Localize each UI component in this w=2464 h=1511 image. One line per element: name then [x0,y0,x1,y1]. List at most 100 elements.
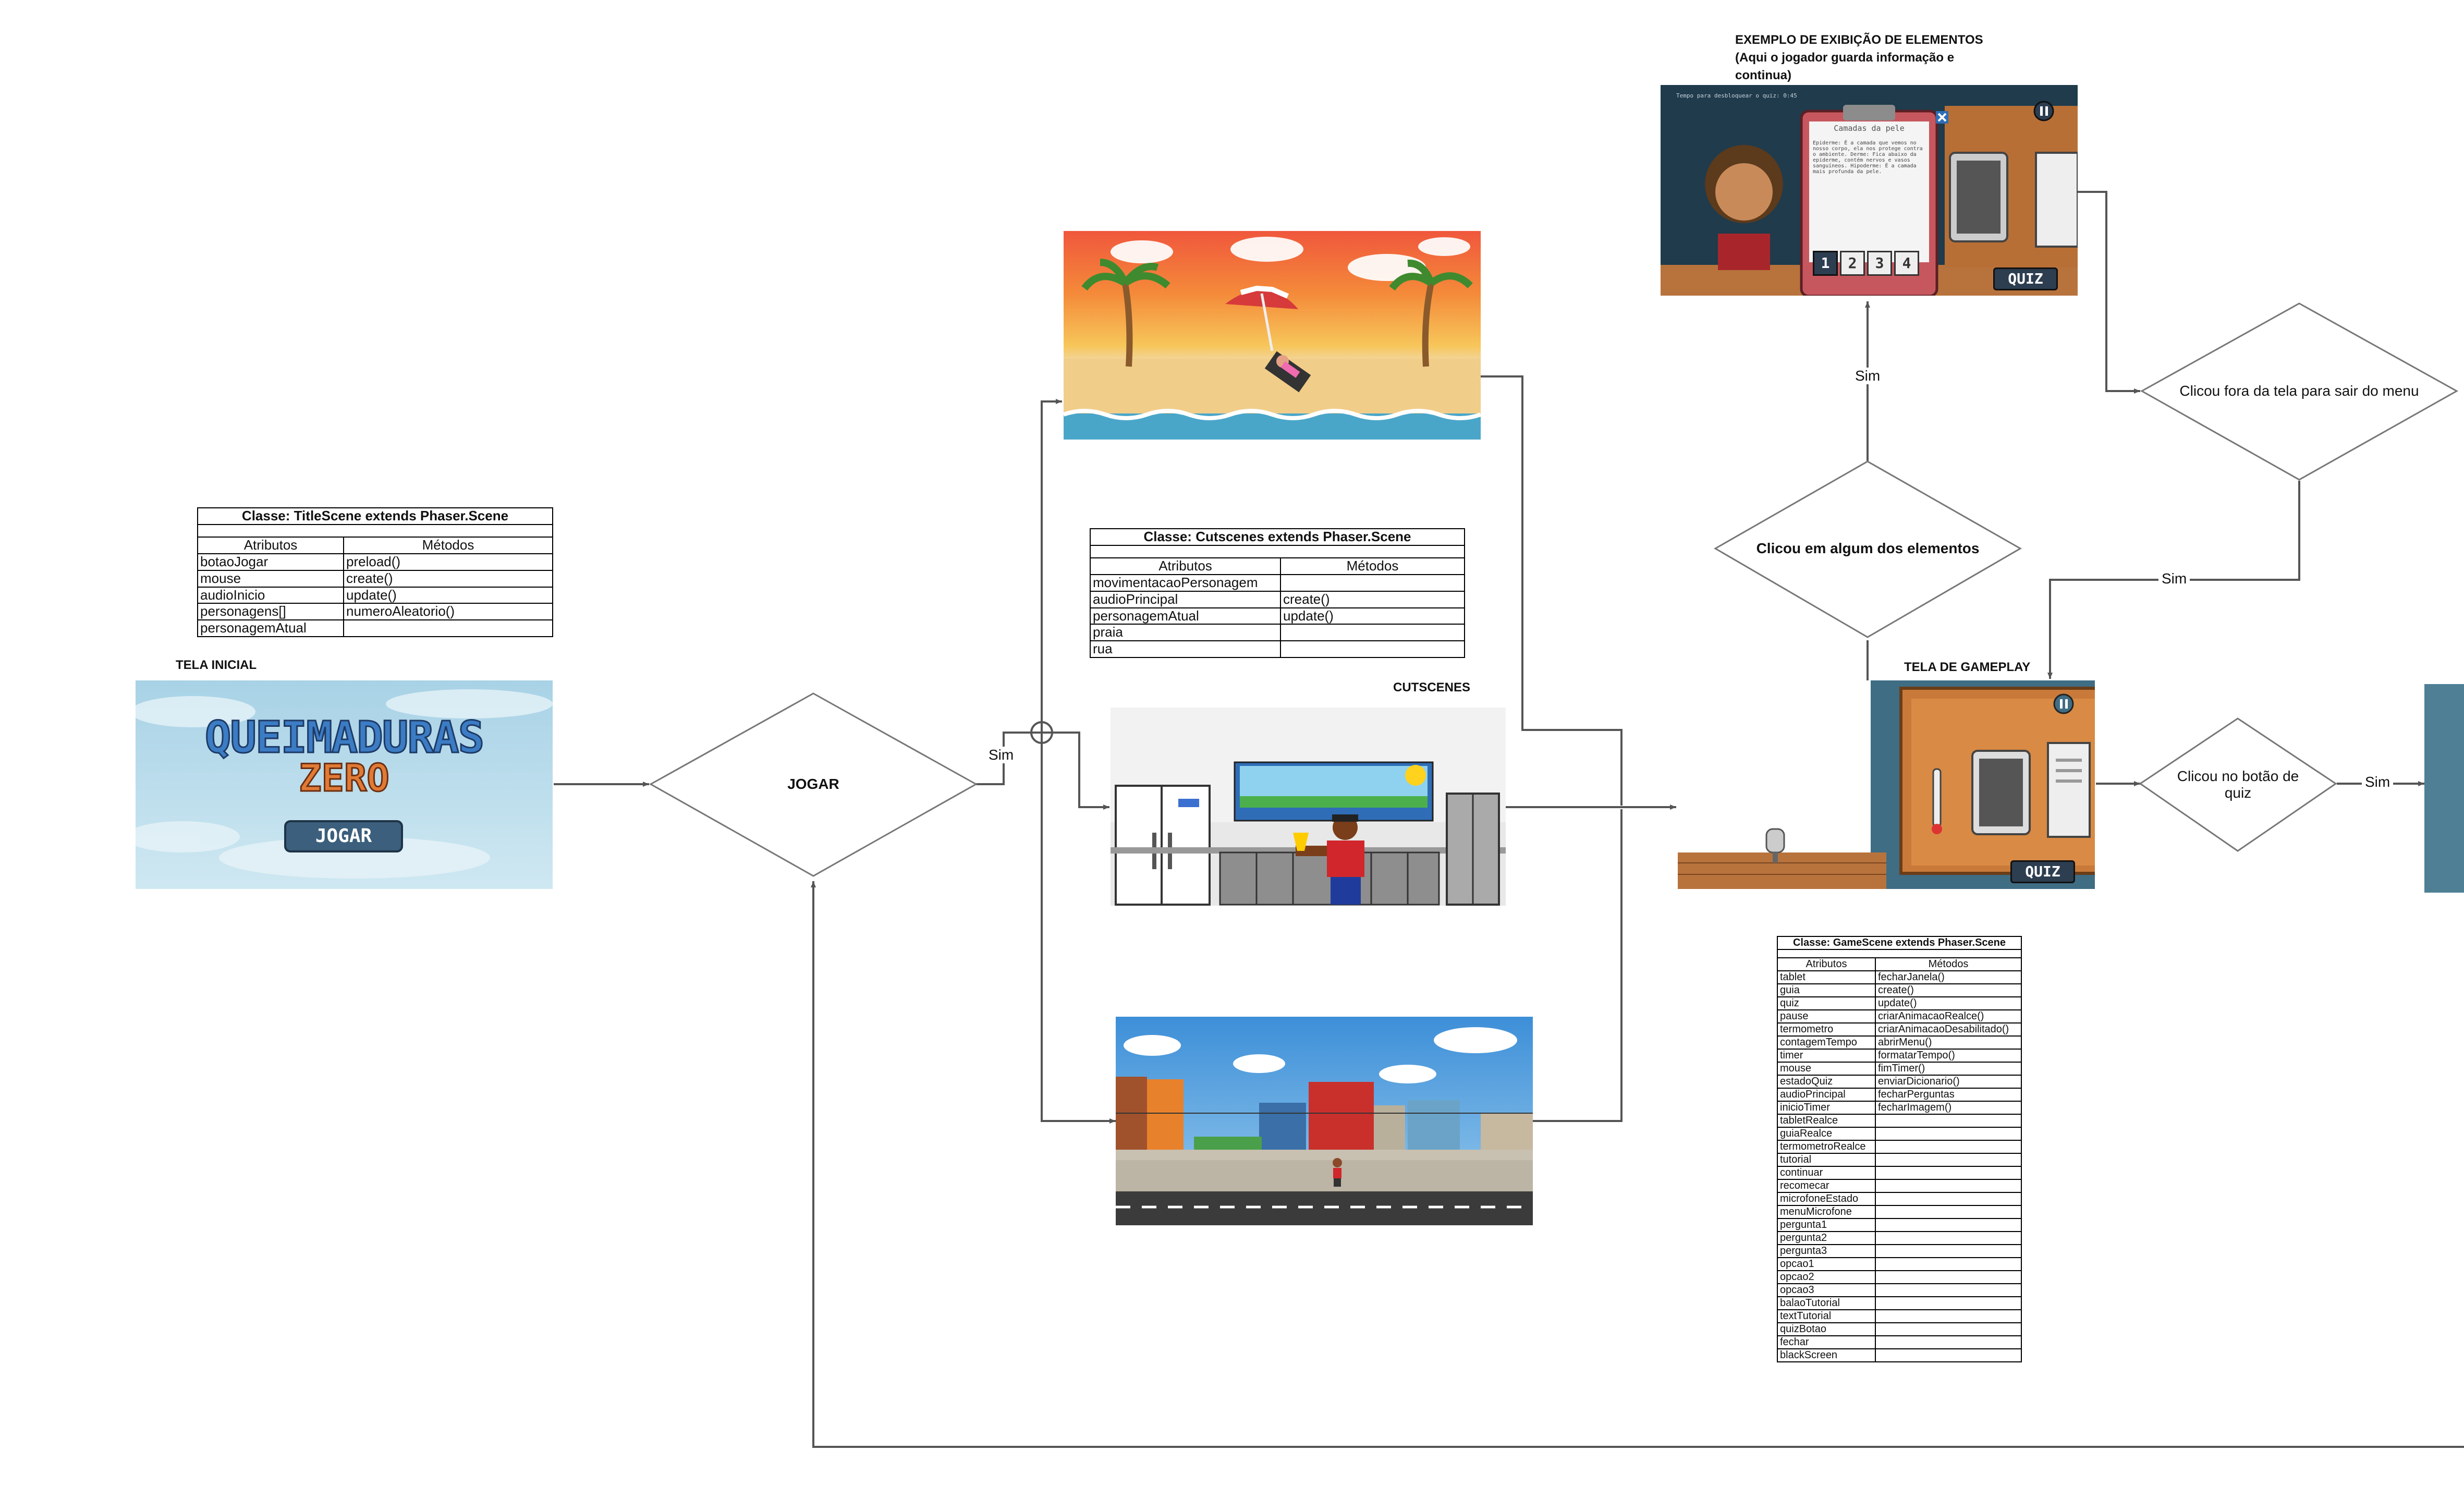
page-tabs: 1 2 3 4 [1813,251,1919,276]
method-cell: fecharImagem() [1875,1101,2022,1115]
attribute-cell: termometroRealce [1777,1140,1876,1154]
attribute-cell: estadoQuiz [1777,1075,1876,1089]
attribute-cell: mouse [1777,1062,1876,1076]
method-cell [1875,1322,2022,1336]
microphone [1765,828,1785,863]
method-cell [1875,1335,2022,1349]
pause-icon [2033,101,2054,121]
guide-item [2047,742,2091,838]
table-row: opcao2 [1777,1270,2022,1284]
page-tab-1[interactable]: 1 [1813,251,1838,276]
table-row: guiaRealce [1777,1127,2022,1141]
tablet-item [1949,152,2008,242]
fridge-right [1446,793,1500,906]
table-title: Classe: TitleScene extends Phaser.Scene [197,507,553,525]
attribute-cell: quizBotao [1777,1322,1876,1336]
quiz-button[interactable]: QUIZ [1993,267,2058,290]
decision-quiz-shape [2139,717,2337,852]
method-cell [1875,1192,2022,1206]
attribute-cell: tutorial [1777,1153,1876,1167]
method-cell: update() [1875,996,2022,1010]
decision-elementos-shape [1713,460,2022,638]
towel-character [1264,351,1311,393]
label-tela-gameplay: TELA DE GAMEPLAY [1904,660,2031,674]
attribute-cell: opcao2 [1777,1270,1876,1284]
edge-label-sim-quiz: Sim [2362,774,2394,790]
attribute-cell: termometro [1777,1022,1876,1037]
edge-return-loop [811,881,2464,1448]
method-cell [1875,1179,2022,1193]
method-cell [1875,1257,2022,1271]
table-row: personagens[]numeroAleatorio() [197,603,553,621]
card-body: Epiderme: É a camada que vemos no nosso … [1813,140,1923,175]
timer-text: Tempo para desbloquear o quiz: 0:45 [1676,92,1797,99]
attribute-cell: blackScreen [1777,1348,1876,1362]
page-tab-4[interactable]: 4 [1894,251,1919,276]
beach-cutscene-image [1064,231,1481,440]
table-row: opcao3 [1777,1283,2022,1297]
method-cell [1875,1153,2022,1167]
attribute-cell: contagemTempo [1777,1035,1876,1050]
attribute-cell: pergunta3 [1777,1244,1876,1258]
table-row: microfoneEstado [1777,1192,2022,1206]
jogar-button[interactable]: JOGAR [284,820,403,852]
kitchen-cutscene-image [1111,708,1506,906]
attribute-cell: inicioTimer [1777,1101,1876,1115]
method-cell [1875,1218,2022,1232]
attribute-cell: microfoneEstado [1777,1192,1876,1206]
tablet-item [1971,750,2031,835]
table-row: opcao1 [1777,1257,2022,1271]
col-atributos: Atributos [1777,957,1876,971]
edge-to-kitchen [1050,732,1109,810]
attribute-cell: textTutorial [1777,1309,1876,1323]
attribute-cell: continuar [1777,1166,1876,1180]
table-row: rua [1090,640,1465,659]
page-tab-2[interactable]: 2 [1840,251,1865,276]
thermometer-item [1932,768,1942,834]
table-row: recomecar [1777,1179,2022,1193]
attribute-cell: opcao1 [1777,1257,1876,1271]
edge-street-to-gameplay [1533,809,1623,1122]
houses [1116,1077,1533,1150]
col-atributos: Atributos [197,536,344,554]
edge-to-street [1041,740,1116,1124]
method-cell [1875,1140,2022,1154]
gameplay-screen-image: QUIZ [1678,680,2095,889]
page-tab-3[interactable]: 3 [1867,251,1892,276]
decision-clicou-fora: Clicou fora da tela para sair do menu [2179,383,2419,399]
method-cell [1875,1127,2022,1141]
table-row: continuar [1777,1166,2022,1180]
attribute-cell: tablet [1777,970,1876,984]
game-logo-subtitle: ZERO [298,756,390,801]
edge-to-beach [1041,399,1062,733]
label-tela-inicial: TELA INICIAL [176,658,257,672]
table-row: blackScreen [1777,1348,2022,1362]
example-screen-image: Tempo para desbloquear o quiz: 0:45 Cama… [1661,85,2078,296]
method-cell [1875,1296,2022,1310]
attribute-cell: audioPrincipal [1777,1088,1876,1102]
col-metodos: Métodos [1875,957,2022,971]
attribute-cell: pause [1777,1009,1876,1023]
edge-example-to-fora [2078,191,2140,394]
close-icon [1936,111,1948,124]
quiz-button[interactable]: QUIZ [2010,860,2075,883]
col-metodos: Métodos [1280,557,1465,575]
next-screen-partial [2424,684,2464,893]
method-cell [1875,1231,2022,1245]
method-cell: criarAnimacaoRealce() [1875,1009,2022,1023]
method-cell [1875,1348,2022,1362]
method-cell [1875,1283,2022,1297]
table-row: pergunta1 [1777,1218,2022,1232]
